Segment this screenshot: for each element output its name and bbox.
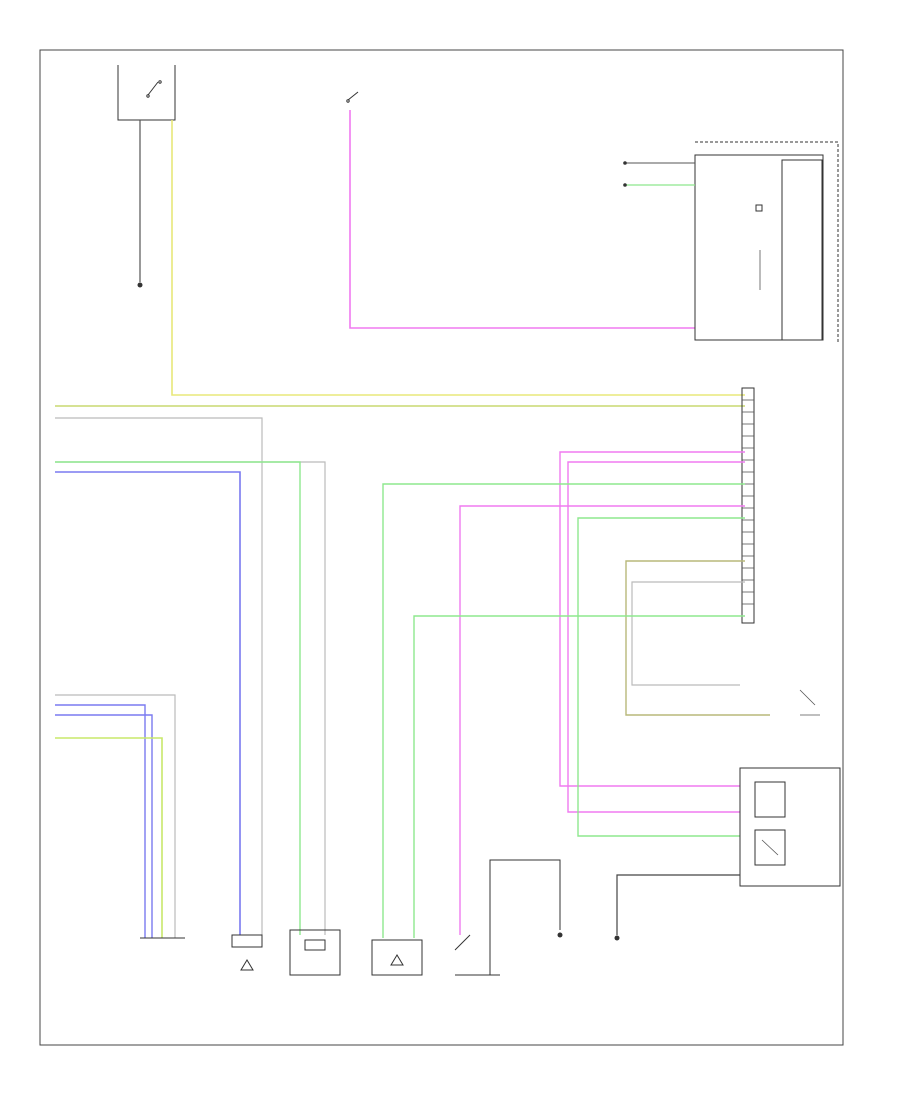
bottom-component-5	[454, 859, 561, 976]
left-ground-wire	[137, 120, 143, 288]
magenta-wire-top	[349, 110, 695, 329]
bottom-component-4	[371, 939, 423, 976]
bottom-component-3	[289, 929, 341, 976]
relay-unit	[739, 767, 841, 887]
instrument-cluster	[694, 141, 839, 342]
yellow-wire-main	[55, 120, 745, 407]
diagram-frame	[39, 49, 844, 1046]
left-side-wires	[55, 417, 326, 938]
bottom-component-2	[231, 934, 263, 971]
body-module-wires	[382, 451, 770, 938]
right-aux-connector	[799, 689, 820, 716]
top-left-switch	[117, 65, 176, 121]
relay-ground-wire	[616, 874, 740, 935]
top-mid-switch	[346, 91, 359, 103]
